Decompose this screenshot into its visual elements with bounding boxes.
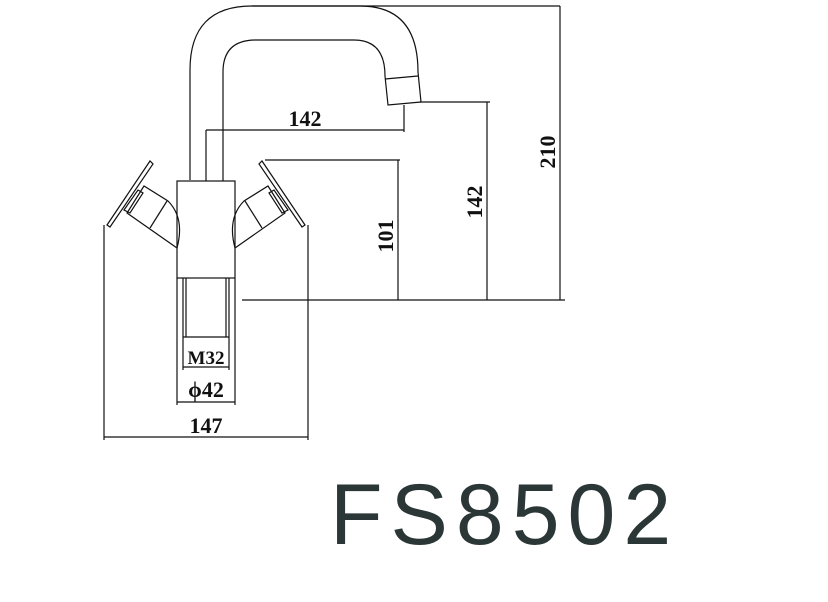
spout-height-label: 142 xyxy=(462,186,487,219)
right-handle xyxy=(231,160,306,249)
total-width-label: 147 xyxy=(190,413,223,438)
model-number: FS8502 xyxy=(330,467,680,563)
handle-height-label: 101 xyxy=(373,220,398,253)
left-handle xyxy=(106,160,181,249)
faucet-body xyxy=(176,180,236,338)
spout-reach-label: 142 xyxy=(289,106,322,131)
dimension-lines xyxy=(103,6,565,440)
base-diameter-label: ϕ42 xyxy=(188,377,224,402)
thread-label: M32 xyxy=(188,348,225,369)
total-height-label: 210 xyxy=(535,136,560,169)
spout xyxy=(189,5,560,181)
